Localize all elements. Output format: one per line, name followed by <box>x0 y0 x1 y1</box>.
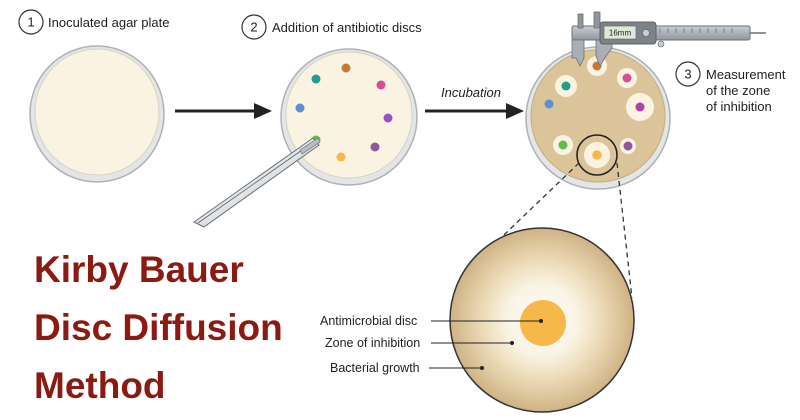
magnify-ring <box>576 134 618 176</box>
arrow-step-1-to-2 <box>175 103 272 119</box>
incubation-label: Incubation <box>441 85 501 100</box>
title-line-3: Method <box>34 365 166 406</box>
caliper-reading: 16mm <box>609 29 632 38</box>
step-2-label-group: 2 Addition of antibiotic discs <box>241 14 422 40</box>
antibiotic-disc <box>341 63 351 73</box>
caliper-display <box>603 25 637 40</box>
step-1-label: Inoculated agar plate <box>48 15 169 30</box>
title-line-1: Kirby Bauer <box>34 249 244 290</box>
antibiotic-disc <box>370 142 380 152</box>
method-title: Kirby Bauer Disc Diffusion Method <box>34 249 283 406</box>
step-2-label: Addition of antibiotic discs <box>272 20 422 35</box>
callout-disc-label: Antimicrobial disc <box>320 314 417 328</box>
arrow-step-2-to-3: Incubation <box>425 85 524 119</box>
antibiotic-disc <box>336 152 346 162</box>
antibiotic-disc <box>311 74 321 84</box>
callout-growth: Bacterial growth <box>330 361 484 375</box>
tweezers-icon <box>193 137 321 228</box>
step-3-badge <box>675 61 701 87</box>
callout-disc: Antimicrobial disc <box>320 314 543 328</box>
step-3-label-line-3: of inhibition <box>706 99 772 114</box>
step-3-label-line-1: Measurement <box>706 67 786 82</box>
step-3-label-line-2: of the zone <box>706 83 770 98</box>
callout-growth-label: Bacterial growth <box>330 361 420 375</box>
antimicrobial-disc <box>520 300 566 346</box>
antibiotic-disc <box>295 103 305 113</box>
step-3-number: 3 <box>684 67 691 82</box>
step-1-number: 1 <box>27 15 34 30</box>
disc-plate <box>280 48 418 186</box>
inoculated-plate <box>29 45 165 183</box>
incubated-plate <box>525 46 671 190</box>
step-2-badge <box>241 14 267 40</box>
title-line-2: Disc Diffusion <box>34 307 283 348</box>
callout-zone-label: Zone of inhibition <box>325 336 420 350</box>
step-1-badge <box>18 9 44 35</box>
caliper-icon: 16mm <box>571 11 766 67</box>
step-1-label-group: 1 Inoculated agar plate <box>18 9 169 35</box>
step-3-label-group: 3 Measurement of the zone of inhibition <box>675 61 786 114</box>
callout-zone: Zone of inhibition <box>325 336 514 350</box>
step-2-number: 2 <box>250 20 257 35</box>
antibiotic-disc <box>376 80 386 90</box>
antibiotic-disc <box>383 113 393 123</box>
